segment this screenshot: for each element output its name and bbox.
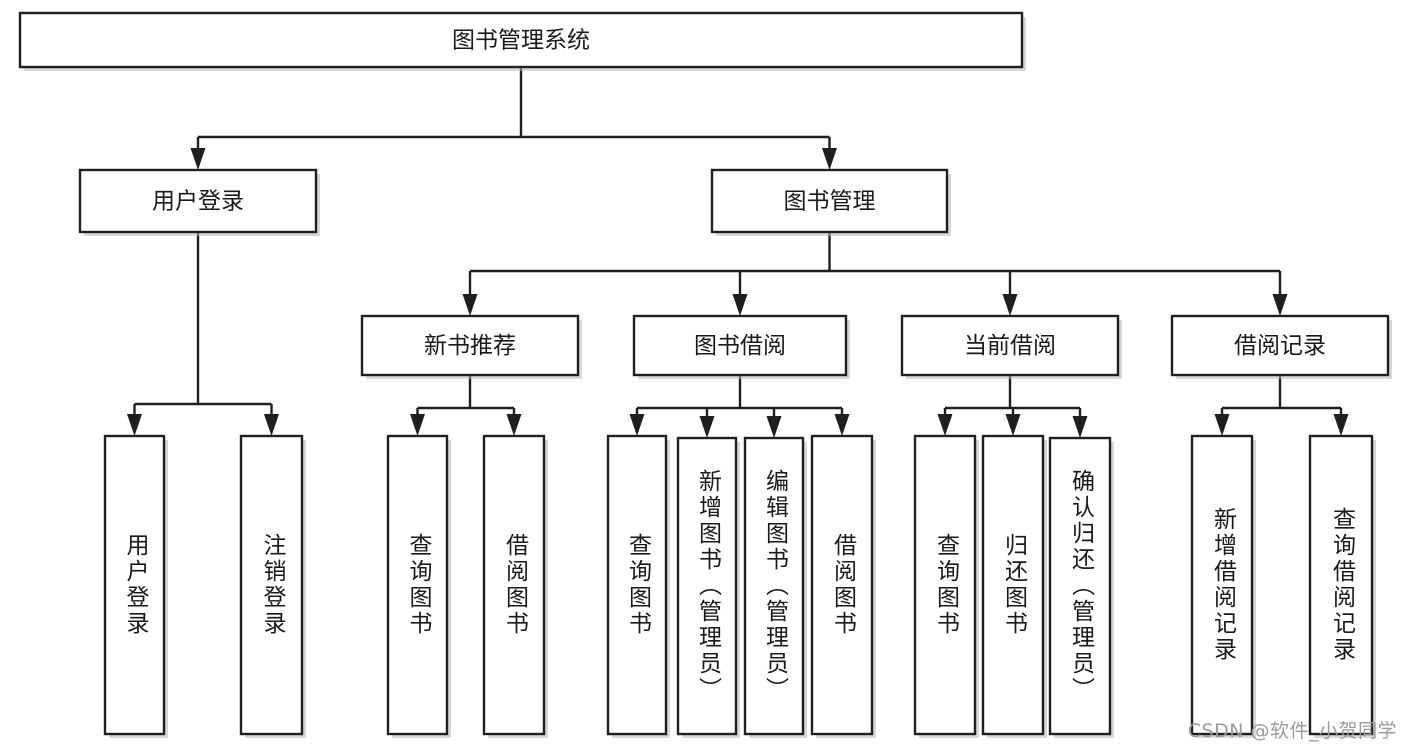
arrow-head-icon (1214, 414, 1230, 436)
arrow-head-icon (190, 148, 206, 170)
arrow-head-icon (766, 416, 782, 438)
edge-group-records (1214, 375, 1349, 436)
edge-group-newbook (410, 375, 522, 436)
node-leaf-edit-book[interactable] (743, 436, 807, 738)
arrow-head-icon (410, 414, 425, 436)
node-rect[interactable] (632, 314, 848, 377)
arrow-head-icon (1272, 294, 1288, 316)
node-rect[interactable] (913, 434, 977, 736)
arrow-head-icon (1333, 414, 1349, 436)
watermark-text: CSDN @软件_小贺同学 (1187, 720, 1397, 742)
edge-group-bookmgmt (462, 232, 1288, 316)
node-rect[interactable] (239, 434, 304, 736)
arrow-head-icon (1072, 416, 1088, 438)
node-rect[interactable] (743, 436, 805, 736)
node-rect[interactable] (810, 434, 874, 736)
node-rect[interactable] (900, 314, 1120, 377)
arrow-head-icon (699, 416, 715, 438)
node-login[interactable] (78, 168, 320, 236)
edge-group-borrow (629, 375, 850, 438)
node-bookmgmt[interactable] (710, 168, 951, 236)
node-newbook[interactable] (360, 314, 582, 379)
node-rect[interactable] (1308, 434, 1374, 736)
node-rect[interactable] (710, 168, 949, 234)
node-leaf-add-record[interactable] (1190, 434, 1256, 738)
node-rect[interactable] (1190, 434, 1254, 736)
node-rect[interactable] (981, 434, 1045, 736)
node-label-current: 当前借阅 (964, 333, 1056, 359)
arrow-head-icon (937, 414, 953, 436)
arrow-head-icon (1005, 414, 1021, 436)
arrow-head-icon (732, 294, 748, 316)
node-rect[interactable] (103, 434, 166, 736)
node-rect[interactable] (78, 168, 318, 234)
node-rect[interactable] (482, 434, 546, 736)
node-leaf-borrow-book-2[interactable] (810, 434, 876, 738)
arrow-head-icon (462, 294, 478, 316)
arrow-head-icon (127, 414, 142, 436)
node-borrow[interactable] (632, 314, 850, 379)
arrow-head-icon (822, 148, 837, 170)
edge-group-root (190, 67, 837, 170)
node-label-borrow: 图书借阅 (694, 333, 786, 359)
node-leaf-user-login[interactable] (103, 434, 168, 738)
node-label-root: 图书管理系统 (452, 28, 590, 54)
arrow-head-icon (629, 414, 645, 436)
node-records[interactable] (1170, 314, 1392, 379)
node-rect[interactable] (386, 434, 449, 736)
node-leaf-return-book[interactable] (981, 434, 1047, 738)
arrow-head-icon (264, 414, 279, 436)
node-current[interactable] (900, 314, 1122, 379)
edge-group-login (127, 232, 279, 436)
node-rect[interactable] (18, 11, 1024, 69)
node-label-records: 借阅记录 (1234, 333, 1326, 359)
node-rect[interactable] (676, 436, 738, 736)
node-root[interactable] (18, 11, 1026, 71)
node-leaf-query-record[interactable] (1308, 434, 1376, 738)
arrow-head-icon (1002, 294, 1018, 316)
node-leaf-query-book-1[interactable] (386, 434, 451, 738)
node-leaf-confirm-return[interactable] (1048, 436, 1114, 738)
node-leaf-borrow-book-1[interactable] (482, 434, 548, 738)
node-rect[interactable] (360, 314, 580, 377)
node-rect[interactable] (1170, 314, 1390, 377)
node-leaf-query-book-3[interactable] (913, 434, 979, 738)
nodes-layer (18, 11, 1392, 738)
node-leaf-query-book-2[interactable] (606, 434, 670, 738)
edge-group-current (937, 375, 1088, 438)
edges-layer (127, 67, 1349, 438)
arrow-head-icon (834, 414, 850, 436)
node-label-newbook: 新书推荐 (424, 333, 516, 359)
node-leaf-user-logout[interactable] (239, 434, 306, 738)
node-rect[interactable] (1048, 436, 1112, 736)
arrow-head-icon (506, 414, 522, 436)
node-label-bookmgmt: 图书管理 (784, 189, 876, 215)
node-label-login: 用户登录 (152, 189, 244, 215)
node-rect[interactable] (606, 434, 668, 736)
node-leaf-add-book[interactable] (676, 436, 740, 738)
